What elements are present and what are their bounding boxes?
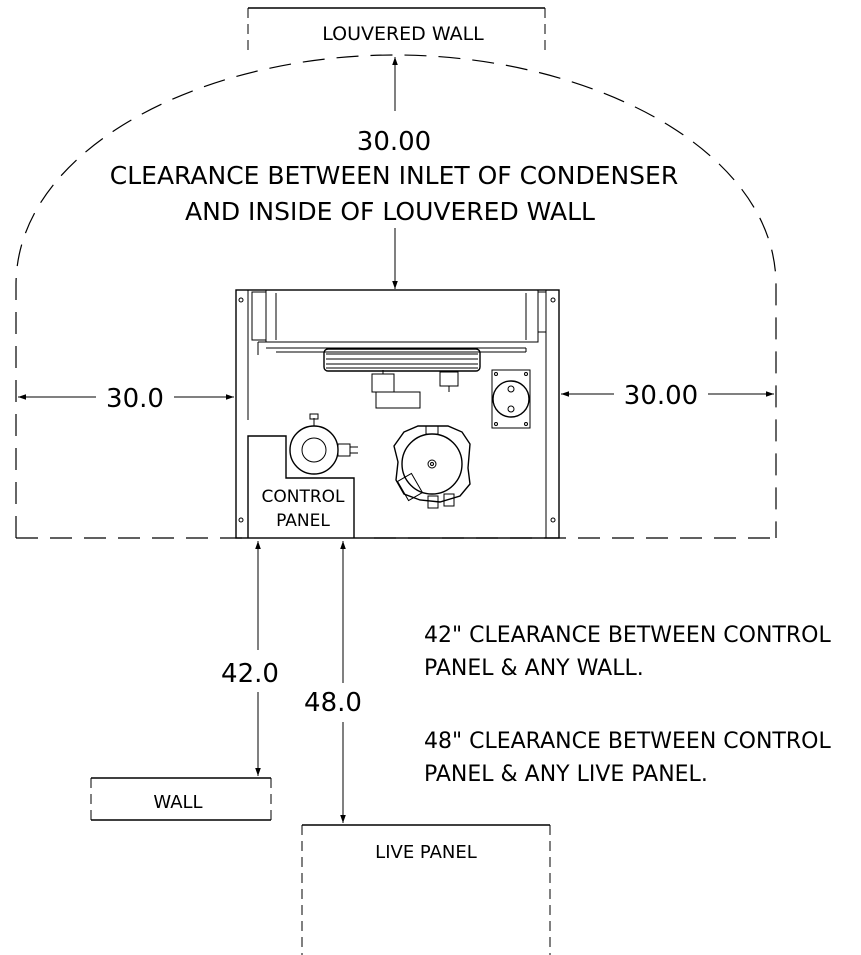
right-clearance-dimension: 30.00 [561, 381, 774, 411]
live-note-line1: 48" CLEARANCE BETWEEN CONTROL [424, 729, 831, 754]
live-panel-clearance-dimension: 48.0 [304, 541, 362, 823]
wall-box: WALL [90, 777, 272, 821]
evaporator-coil [323, 348, 481, 372]
control-panel-label-line2: PANEL [276, 511, 330, 531]
top-note-line1: CLEARANCE BETWEEN INLET OF CONDENSER [110, 161, 678, 190]
filter-drier [289, 413, 358, 475]
receiver-tank [491, 369, 531, 429]
live-panel-label: LIVE PANEL [375, 842, 477, 863]
compressor [393, 425, 471, 509]
wall-dimension-value: 42.0 [221, 659, 279, 689]
right-dimension-value: 30.00 [624, 381, 698, 411]
wall-label: WALL [153, 792, 202, 813]
left-clearance-dimension: 30.0 [18, 384, 234, 414]
wall-clearance-dimension: 42.0 [221, 541, 279, 776]
left-dimension-value: 30.0 [106, 384, 164, 414]
clearance-notes: 42" CLEARANCE BETWEEN CONTROL PANEL & AN… [424, 623, 831, 787]
condensing-unit: CONTROL PANEL [235, 289, 560, 539]
top-note-line2: AND INSIDE OF LOUVERED WALL [185, 197, 595, 226]
wall-note-line1: 42" CLEARANCE BETWEEN CONTROL [424, 623, 831, 648]
live-note-line2: PANEL & ANY LIVE PANEL. [424, 762, 708, 787]
control-panel-label-line1: CONTROL [261, 487, 345, 507]
control-panel: CONTROL PANEL [247, 435, 355, 538]
top-clearance-dimension: 30.00 CLEARANCE BETWEEN INLET OF CONDENS… [110, 57, 678, 289]
clearance-envelope [15, 54, 777, 539]
louvered-wall: LOUVERED WALL [247, 7, 546, 55]
live-panel-box: LIVE PANEL [301, 824, 551, 955]
top-dimension-value: 30.00 [357, 127, 431, 157]
valve-assembly [371, 370, 459, 409]
wall-note-line2: PANEL & ANY WALL. [424, 656, 644, 681]
condenser-coil [251, 289, 547, 355]
live-panel-dimension-value: 48.0 [304, 688, 362, 718]
louvered-wall-label: LOUVERED WALL [322, 23, 484, 45]
